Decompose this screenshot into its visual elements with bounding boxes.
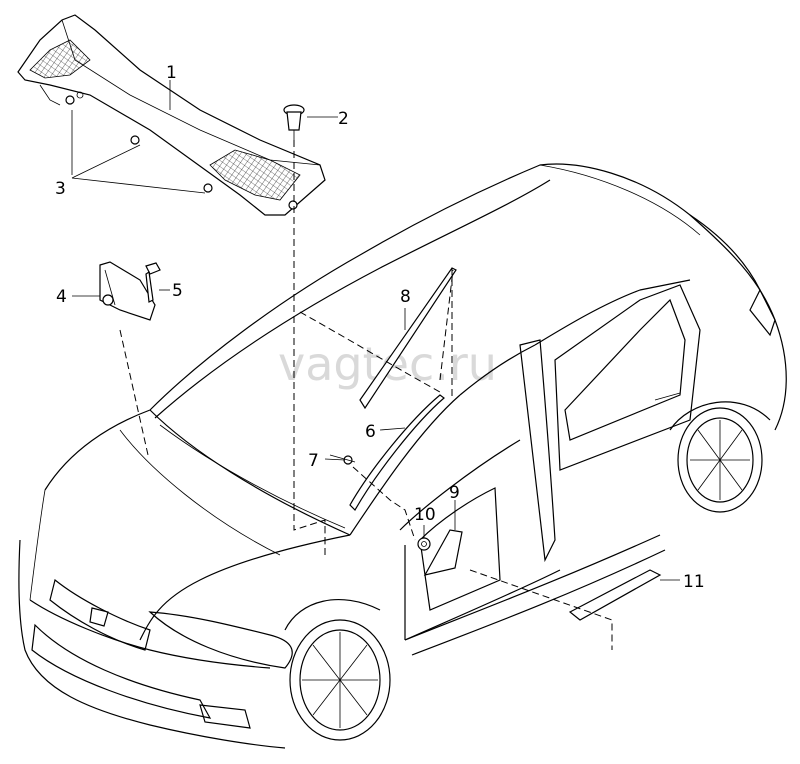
grommet	[417, 537, 431, 551]
sill-trim	[568, 569, 662, 621]
callout-8: 8	[400, 287, 411, 307]
callout-6: 6	[365, 422, 376, 442]
leader-lines	[71, 80, 680, 650]
car-body	[18, 163, 787, 749]
callout-2: 2	[338, 109, 349, 129]
callout-4: 4	[56, 287, 67, 307]
callout-labels: 1 2 3 4 5 6 7 8 9 10 11	[55, 63, 705, 592]
plenum-panel-cover	[17, 14, 326, 216]
bolt	[145, 262, 161, 303]
triangle-trim	[423, 529, 463, 576]
callout-11: 11	[683, 572, 705, 592]
callout-10: 10	[414, 505, 436, 525]
callout-1: 1	[166, 63, 177, 83]
callout-3: 3	[55, 179, 66, 199]
mounting-bracket	[99, 261, 156, 321]
a-pillar-trim	[359, 267, 457, 410]
callout-9: 9	[449, 483, 460, 503]
callout-7: 7	[308, 451, 319, 471]
expanding-rivet	[283, 104, 305, 140]
callout-5: 5	[172, 281, 183, 301]
windscreen-trim	[349, 394, 445, 511]
